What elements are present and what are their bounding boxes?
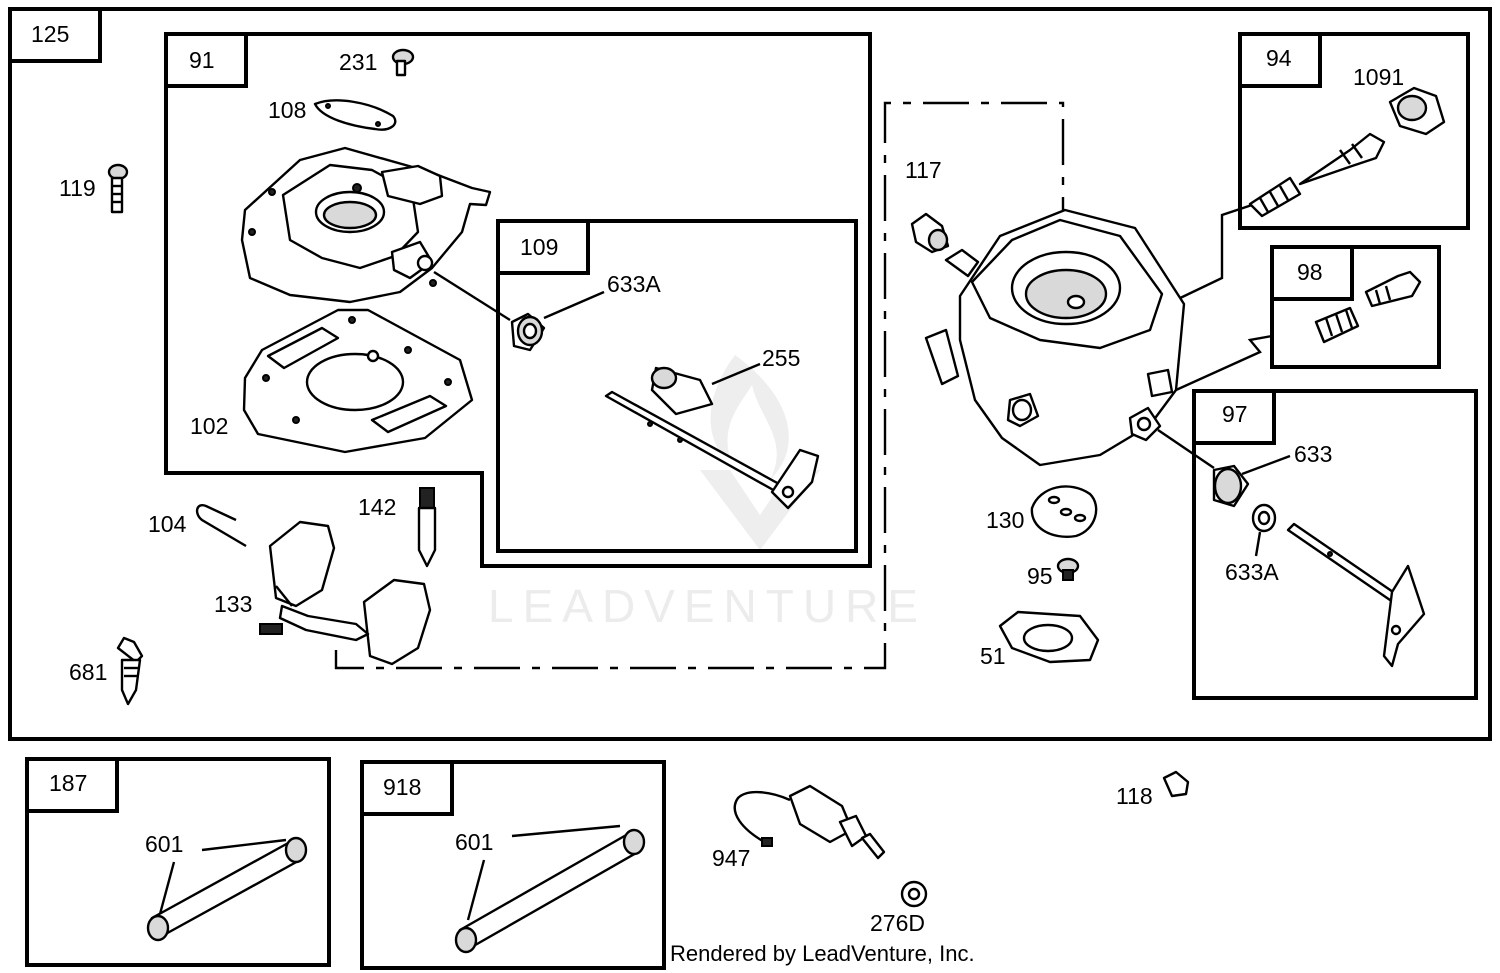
valve-681: 681 [69, 636, 144, 706]
part-130-label: 130 [986, 507, 1024, 533]
fuel-line-187: 601 [145, 831, 308, 942]
screw-231: 231 [339, 48, 415, 77]
part-118-label: 118 [1116, 783, 1153, 809]
group-187-label: 187 [49, 770, 87, 796]
mixture-needle [1248, 132, 1386, 218]
float-133: 133 [214, 520, 432, 666]
part-104-label: 104 [148, 511, 187, 537]
part-633a-lower-label: 633A [1225, 559, 1279, 585]
gasket-102: 102 [190, 308, 474, 454]
part-108-label: 108 [268, 97, 306, 123]
part-51-label: 51 [980, 643, 1006, 669]
bushing-633: 633 [1157, 429, 1332, 508]
pin-104: 104 [148, 504, 247, 548]
watermark-text: LEADVENTURE [488, 580, 927, 632]
needle-142: 142 [358, 487, 437, 568]
solenoid-947: 947 [712, 784, 886, 871]
part-633-label: 633 [1294, 441, 1332, 467]
part-1091-label: 1091 [1353, 64, 1404, 90]
group-98: 98 [1270, 245, 1441, 369]
group-98-label: 98 [1297, 259, 1323, 285]
group-109: 109 [496, 219, 858, 553]
part-276d-label: 276D [870, 910, 925, 936]
plate-130: 130 [986, 485, 1098, 538]
group-918: 918 [360, 760, 666, 970]
group-125: 125 [8, 7, 1492, 741]
part-601-a-label: 601 [145, 831, 183, 857]
part-633a-upper-label: 633A [607, 271, 661, 297]
group-125-label: 125 [31, 21, 69, 47]
part-231-label: 231 [339, 49, 377, 75]
idle-screw-spring [1314, 270, 1422, 344]
gasket-108: 108 [268, 97, 397, 131]
gasket-51: 51 [980, 610, 1100, 669]
group-97-label: 97 [1222, 401, 1248, 427]
bushing-633a-upper: 633A [433, 270, 661, 352]
fitting-117: 117 [905, 157, 950, 254]
group-94-label: 94 [1266, 45, 1292, 71]
group-918-label: 918 [383, 774, 421, 800]
render-credit: Rendered by LeadVenture, Inc. [670, 941, 975, 966]
part-102-label: 102 [190, 413, 228, 439]
part-95-label: 95 [1027, 563, 1053, 589]
group-97: 97 [1192, 389, 1478, 700]
bushing-633a-lower: 633A [1225, 503, 1279, 585]
part-117-label: 117 [905, 157, 942, 183]
part-119-label: 119 [59, 175, 96, 201]
part-133-label: 133 [214, 591, 252, 617]
part-601-b-label: 601 [455, 829, 493, 855]
fitting-118: 118 [1116, 770, 1190, 809]
carburetor-cover [240, 146, 492, 304]
part-947-label: 947 [712, 845, 750, 871]
group-187: 187 [25, 757, 331, 967]
bushing-255: 255 [650, 345, 800, 416]
part-255-label: 255 [762, 345, 800, 371]
choke-shaft [1286, 522, 1426, 668]
cap-1091: 1091 [1353, 64, 1446, 136]
screw-119: 119 [59, 163, 129, 214]
assembly-connectors [334, 101, 1273, 670]
throttle-shaft [604, 390, 820, 510]
carburetor-body [924, 208, 1186, 467]
group-91: 91 [164, 32, 872, 568]
part-681-label: 681 [69, 659, 107, 685]
group-94: 94 [1238, 32, 1470, 230]
washer-276d: 276D [870, 880, 928, 936]
part-142-label: 142 [358, 494, 396, 520]
group-91-label: 91 [189, 47, 215, 73]
group-109-label: 109 [520, 234, 558, 260]
fuel-line-918: 601 [454, 824, 646, 954]
screw-95: 95 [1027, 557, 1080, 589]
